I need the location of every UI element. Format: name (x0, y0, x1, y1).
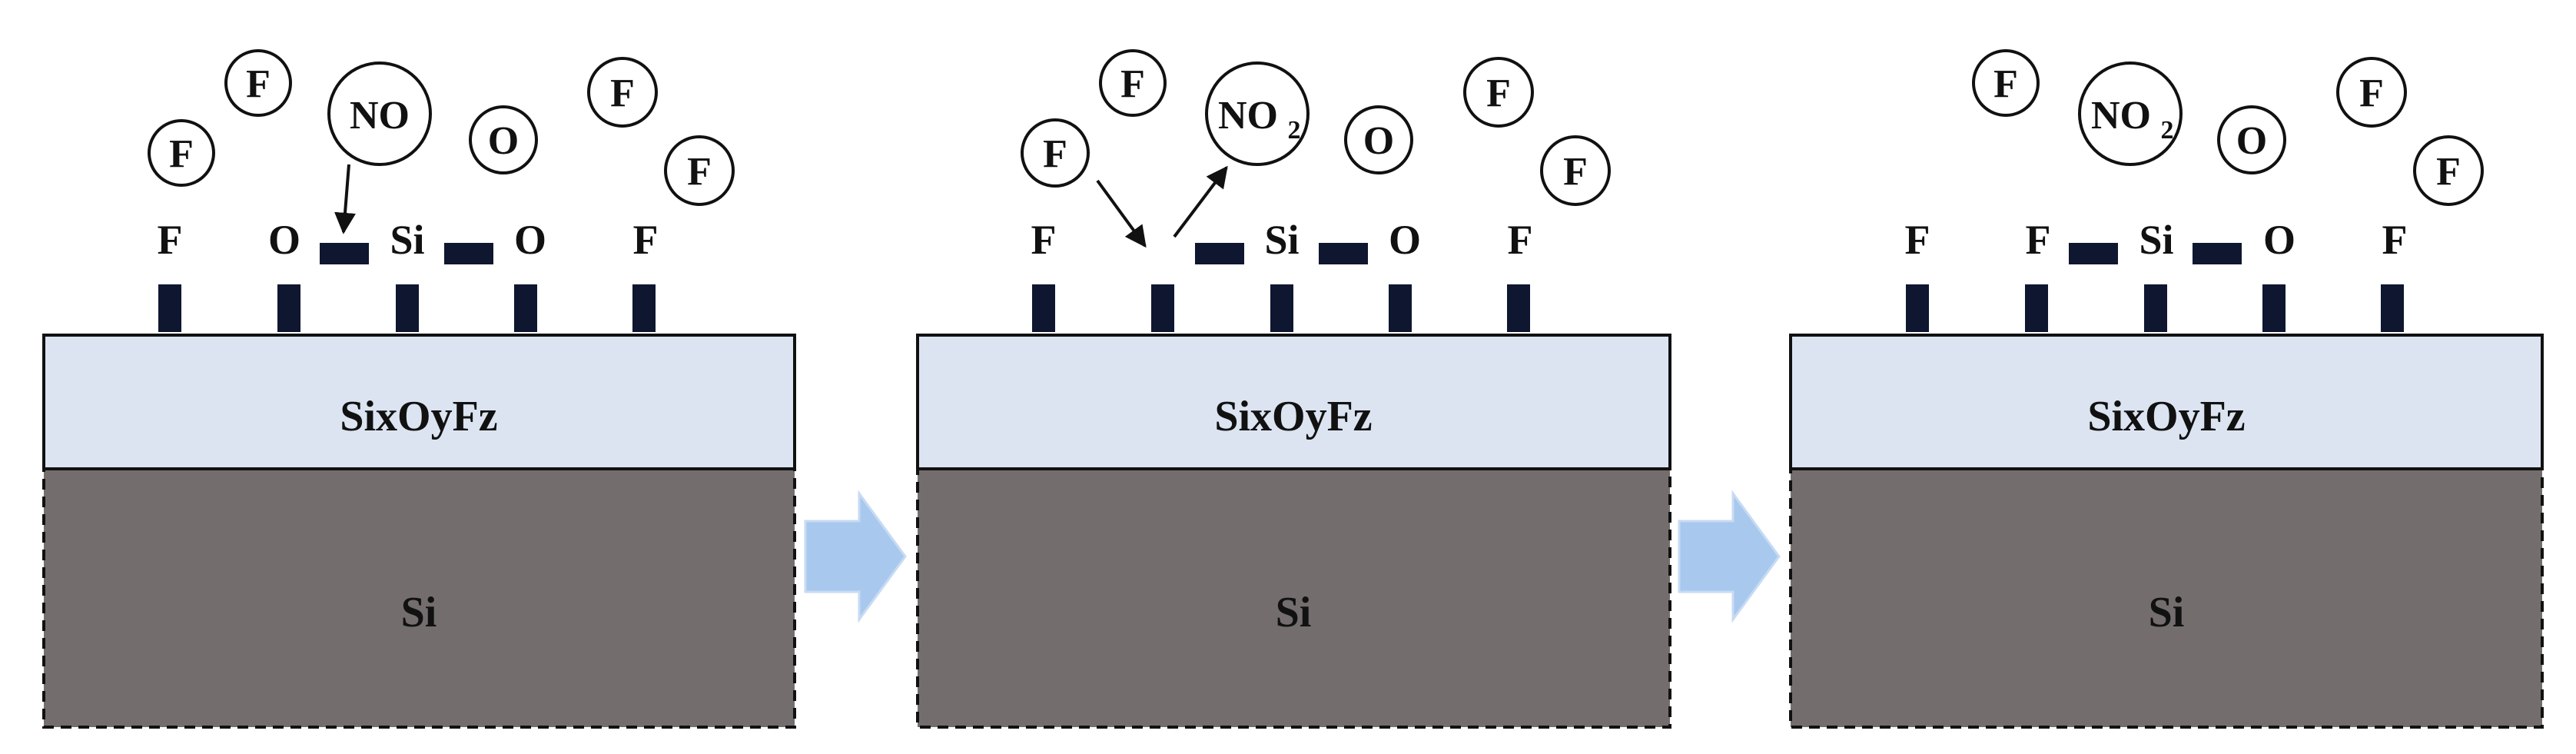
svg-text:F: F (1486, 71, 1511, 115)
surface-bond (1151, 284, 1174, 332)
molecule: NO (327, 61, 432, 166)
right-arrow-icon (804, 490, 907, 623)
surface-bond (2262, 284, 2286, 332)
molecule: F (1021, 118, 1090, 188)
substrate-label: Si (401, 589, 437, 636)
surface-atom-label: F (2026, 217, 2051, 263)
reaction-arrow (1173, 165, 1228, 238)
svg-text:F: F (2436, 150, 2461, 194)
molecule: F (664, 135, 735, 206)
surface-bond (2193, 243, 2242, 264)
svg-text:F: F (2359, 71, 2384, 115)
svg-text:F: F (687, 150, 712, 194)
molecule: F (2336, 57, 2407, 128)
svg-text:F: F (1120, 62, 1145, 106)
surface-bond (2381, 284, 2404, 332)
surface-atom-label: O (1389, 217, 1421, 263)
svg-text:F: F (246, 62, 271, 106)
surface-atom-label: F (633, 217, 659, 263)
substrate-label: Si (2149, 589, 2185, 636)
molecule: F (1099, 49, 1167, 117)
surface-bond (158, 284, 181, 332)
surface-atom-label: Si (1264, 217, 1299, 263)
panel-2: SixOyFz Si F Si O F F F NO 2 O (916, 49, 1671, 729)
surface-bond (1195, 243, 1244, 264)
panel-1: SixOyFz Si F O Si O F F F NO O (42, 49, 796, 729)
molecule: F (587, 57, 658, 128)
surface-atom-label: F (1905, 217, 1930, 263)
surface-bond (1319, 243, 1368, 264)
surface-bond (514, 284, 537, 332)
surface-bond (277, 284, 300, 332)
surface-bond (1270, 284, 1293, 332)
film-layer (42, 334, 796, 470)
surface-atom-label: F (158, 217, 183, 263)
svg-text:F: F (1043, 132, 1067, 176)
surface-atom-label: Si (390, 217, 424, 263)
surface-bond (2025, 284, 2048, 332)
surface-bond (1906, 284, 1929, 332)
film-label: SixOyFz (1214, 393, 1372, 440)
surface-bond (320, 243, 369, 264)
film-layer (916, 334, 1671, 470)
panel-3: SixOyFz Si F F Si O F F NO 2 O F (1789, 49, 2544, 729)
molecule: F (148, 119, 215, 187)
substrate-layer (42, 467, 796, 729)
film-layer (1789, 334, 2544, 470)
film-label: SixOyFz (2087, 393, 2245, 440)
svg-text:O: O (2236, 119, 2267, 163)
surface-bond (632, 284, 656, 332)
svg-text:NO: NO (2091, 94, 2151, 138)
molecule: F (224, 49, 292, 117)
svg-text:F: F (1563, 150, 1588, 194)
surface-bond (2069, 243, 2118, 264)
surface-atom-label: Si (2139, 217, 2173, 263)
molecule: F (1463, 57, 1534, 128)
molecule: F (1540, 135, 1611, 206)
surface-bond (1032, 284, 1055, 332)
surface-atom-label: F (1031, 217, 1057, 263)
molecule: O (469, 105, 538, 174)
molecule: O (2217, 105, 2286, 174)
molecule: F (2413, 135, 2484, 206)
svg-text:F: F (1993, 62, 2018, 106)
molecule: NO 2 (2078, 61, 2183, 166)
substrate-label: Si (1276, 589, 1312, 636)
svg-text:O: O (488, 119, 519, 163)
surface-bond (1389, 284, 1412, 332)
surface-bond (2144, 284, 2167, 332)
right-arrow-icon (1678, 490, 1781, 623)
svg-text:F: F (610, 71, 635, 115)
surface-atom-label: F (1508, 217, 1533, 263)
surface-bond (396, 284, 419, 332)
svg-text:NO: NO (1218, 94, 1278, 138)
svg-text:2: 2 (2161, 116, 2174, 144)
svg-text:O: O (1363, 119, 1394, 163)
svg-text:NO: NO (350, 94, 410, 138)
substrate-layer (1789, 467, 2544, 729)
surface-bond (444, 243, 493, 264)
molecule: NO 2 (1205, 61, 1310, 166)
svg-text:F: F (169, 132, 194, 176)
film-label: SixOyFz (340, 393, 497, 440)
molecule: O (1344, 105, 1413, 174)
surface-atom-label: F (2382, 217, 2408, 263)
surface-atom-label: O (514, 217, 546, 263)
substrate-layer (916, 467, 1671, 729)
svg-text:2: 2 (1288, 116, 1301, 144)
reaction-arrow (1096, 179, 1147, 248)
molecule: F (1972, 49, 2040, 117)
reaction-arrow (334, 164, 356, 234)
surface-bond (1507, 284, 1530, 332)
surface-atom-label: O (2263, 217, 2295, 263)
surface-atom-label: O (268, 217, 300, 263)
